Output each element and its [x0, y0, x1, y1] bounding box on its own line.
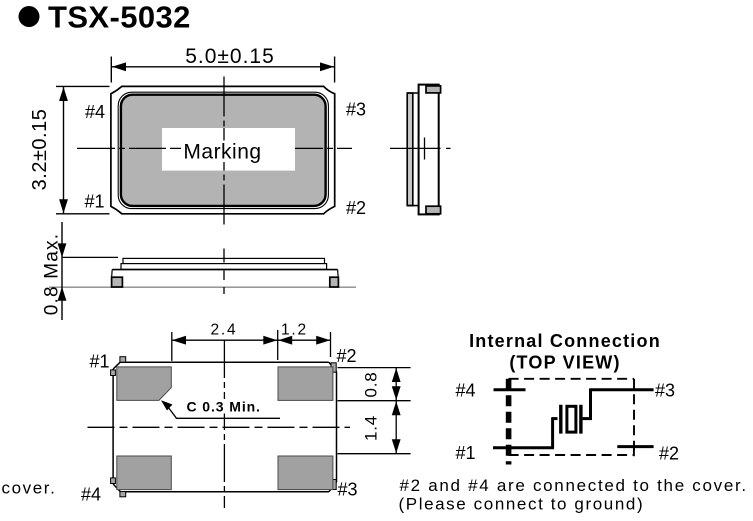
svg-text:Internal Connection: Internal Connection: [469, 331, 661, 351]
svg-text:1.4: 1.4: [362, 415, 381, 441]
svg-text:#2 and #4 are connected to the: #2 and #4 are connected to the cover.: [400, 476, 748, 495]
svg-text:(TOP VIEW): (TOP VIEW): [509, 353, 620, 373]
svg-text:#1: #1: [89, 352, 109, 372]
svg-text:(Please connect to ground): (Please connect to ground): [399, 495, 645, 514]
svg-text:#4: #4: [85, 102, 105, 122]
svg-text:0.8 Max.: 0.8 Max.: [42, 233, 63, 315]
svg-text:2.4: 2.4: [211, 322, 238, 339]
svg-text:#1: #1: [455, 443, 475, 463]
svg-text:#2: #2: [659, 444, 679, 464]
svg-text:#2: #2: [336, 346, 356, 366]
svg-text:#3: #3: [655, 381, 675, 401]
svg-text:1.2: 1.2: [281, 322, 308, 339]
svg-text:3.2±0.15: 3.2±0.15: [29, 109, 51, 191]
svg-text:#3: #3: [346, 100, 366, 120]
svg-text:Marking: Marking: [183, 141, 261, 164]
svg-text:0.8: 0.8: [362, 371, 381, 397]
svg-text:TSX-5032: TSX-5032: [48, 0, 191, 35]
svg-text:#3: #3: [337, 480, 357, 500]
svg-text:#1: #1: [84, 192, 104, 212]
svg-text:#4: #4: [455, 381, 475, 401]
svg-text:5.0±0.15: 5.0±0.15: [185, 45, 275, 68]
svg-text:#2: #2: [346, 198, 366, 218]
svg-text:C 0.3 Min.: C 0.3 Min.: [187, 399, 261, 415]
svg-text:#4: #4: [81, 485, 101, 505]
svg-text:cover.: cover.: [2, 479, 57, 498]
